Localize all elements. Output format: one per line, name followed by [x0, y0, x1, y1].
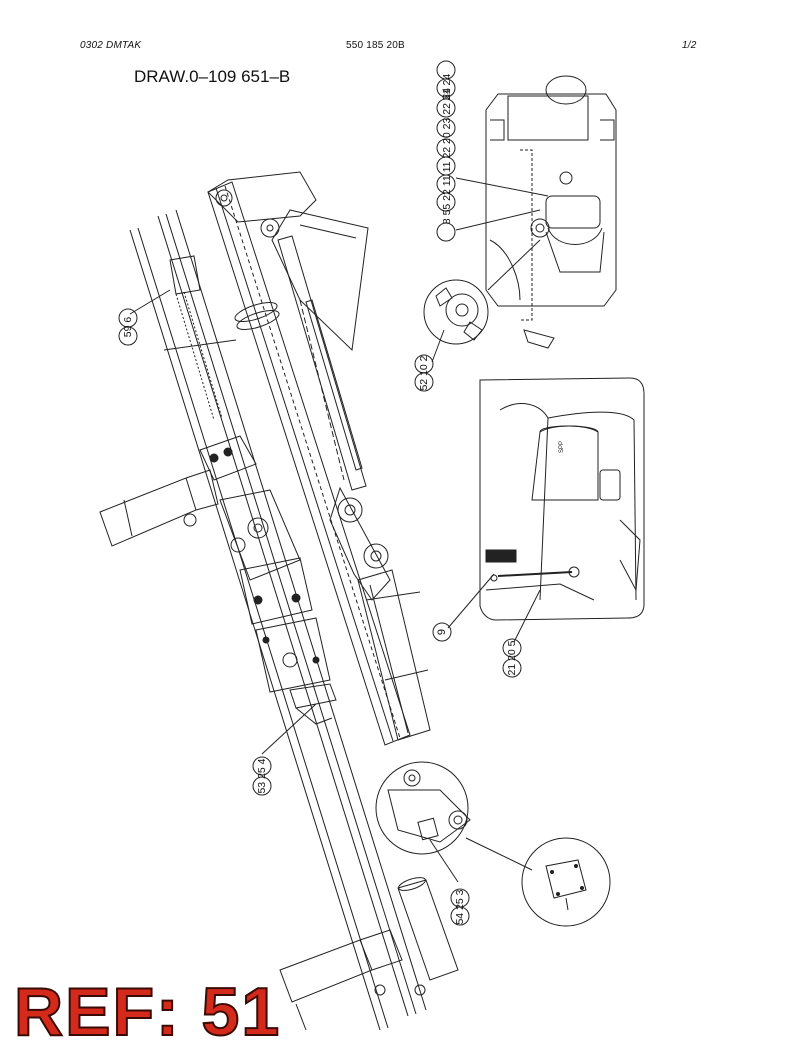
- boom-assembly: [99, 171, 471, 1031]
- cab-interior-view: [479, 377, 645, 621]
- callout-label: 22: [441, 146, 453, 159]
- callout-52-10-2: 52 10 2: [418, 355, 430, 391]
- leader-lines: [129, 177, 549, 883]
- callout-21-20-5: 21 20 5: [506, 640, 518, 676]
- callout-label: 11: [441, 175, 453, 187]
- label-spp: SPP: [559, 440, 566, 454]
- callout-9: 9: [436, 628, 448, 636]
- callout-label: 51: [441, 88, 453, 101]
- drawing-number: DRAW.0–109 651–B: [134, 67, 291, 86]
- callout-label: 11: [441, 161, 453, 173]
- callout-label: 22: [441, 189, 453, 201]
- cab-top-view: [485, 75, 617, 349]
- rotator-view: [423, 239, 541, 345]
- header-page: 1/2: [682, 40, 697, 51]
- callout-label: 23: [441, 117, 453, 130]
- callout-label: 22: [441, 103, 453, 115]
- callout-59-6: 59 6: [122, 316, 134, 338]
- callout-53-25-4: 53 25 4: [256, 758, 268, 794]
- callout-54-25-3: 54 25 3: [454, 889, 466, 925]
- detail-circle: [375, 761, 469, 855]
- reference-watermark: REF: 51: [13, 974, 282, 1050]
- callout-circles: [118, 60, 522, 926]
- header-left: 0302 DMTAK: [80, 40, 142, 51]
- detail-view: [465, 837, 611, 927]
- callout-label: 55: [441, 203, 453, 216]
- callout-top-stack: 8 55 22 11 11 22 20 23 22 51 24: [440, 56, 454, 242]
- header-center: 550 185 20B: [346, 40, 405, 51]
- callout-label: 20: [441, 132, 453, 144]
- callout-top-stack-1: 24: [441, 88, 453, 100]
- callout-label: 24: [441, 73, 453, 86]
- callout-label: 8: [441, 218, 453, 225]
